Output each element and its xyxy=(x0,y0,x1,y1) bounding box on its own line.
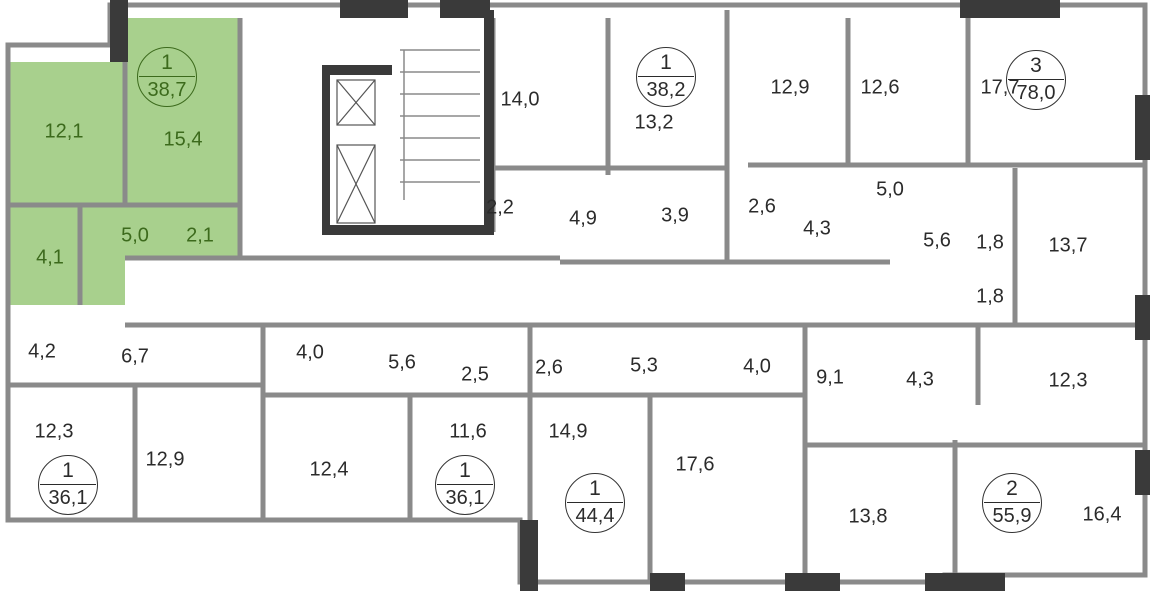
stairs xyxy=(400,49,480,200)
room-area: 5,6 xyxy=(923,229,951,252)
room-area: 12,4 xyxy=(309,458,349,481)
room-count: 1 xyxy=(589,477,601,500)
room-area: 13,8 xyxy=(848,505,888,528)
apartment-area: 55,9 xyxy=(992,505,1032,527)
room-area: 14,0 xyxy=(500,88,540,111)
room-area: 4,0 xyxy=(296,341,324,364)
room-area: 5,0 xyxy=(876,178,904,201)
apartment-area: 38,2 xyxy=(646,79,686,101)
room-area: 12,3 xyxy=(34,420,74,443)
room-area: 13,2 xyxy=(634,111,674,134)
room-area: 17,6 xyxy=(675,453,715,476)
room-area: 6,7 xyxy=(121,345,149,368)
room-area: 16,4 xyxy=(1082,503,1122,526)
apartment-area: 36,1 xyxy=(48,487,88,509)
apartment-area: 38,7 xyxy=(147,79,187,101)
room-area: 15,4 xyxy=(163,128,203,151)
room-area: 12,6 xyxy=(860,76,900,99)
room-area: 2,5 xyxy=(461,363,489,386)
room-area: 12,9 xyxy=(145,448,185,471)
room-area: 4,1 xyxy=(36,246,64,269)
room-count: 2 xyxy=(1006,477,1018,500)
apartment-area: 36,1 xyxy=(445,487,485,509)
room-count: 1 xyxy=(161,51,173,74)
room-area: 4,2 xyxy=(28,340,56,363)
room-area: 5,3 xyxy=(630,354,658,377)
room-count: 1 xyxy=(62,459,74,482)
room-area: 4,0 xyxy=(743,355,771,378)
elevator-shafts xyxy=(336,79,376,224)
room-count: 3 xyxy=(1030,54,1042,77)
room-area: 2,6 xyxy=(535,356,563,379)
room-area: 4,3 xyxy=(803,217,831,240)
room-area: 14,9 xyxy=(548,420,588,443)
room-area: 1,8 xyxy=(976,231,1004,254)
room-area: 1,8 xyxy=(976,285,1004,308)
room-area: 17,7 xyxy=(980,76,1020,99)
room-area: 12,9 xyxy=(770,76,810,99)
room-area: 2,1 xyxy=(186,224,214,247)
room-area: 5,0 xyxy=(121,224,149,247)
room-area: 2,2 xyxy=(486,196,514,219)
room-area: 11,6 xyxy=(449,420,487,443)
room-count: 1 xyxy=(459,459,471,482)
room-area: 9,1 xyxy=(816,366,844,389)
room-area: 12,3 xyxy=(1048,369,1088,392)
room-area: 4,9 xyxy=(569,207,597,230)
apartment-area: 44,4 xyxy=(575,505,615,527)
room-area: 3,9 xyxy=(661,204,689,227)
room-count: 1 xyxy=(660,51,672,74)
room-area: 12,1 xyxy=(44,120,84,143)
room-area: 4,3 xyxy=(906,368,934,391)
room-area: 2,6 xyxy=(748,195,776,218)
dark-wall-segments xyxy=(110,0,1150,591)
room-area: 5,6 xyxy=(388,351,416,374)
room-area: 13,7 xyxy=(1048,234,1088,257)
apartment-area: 78,0 xyxy=(1016,82,1056,104)
